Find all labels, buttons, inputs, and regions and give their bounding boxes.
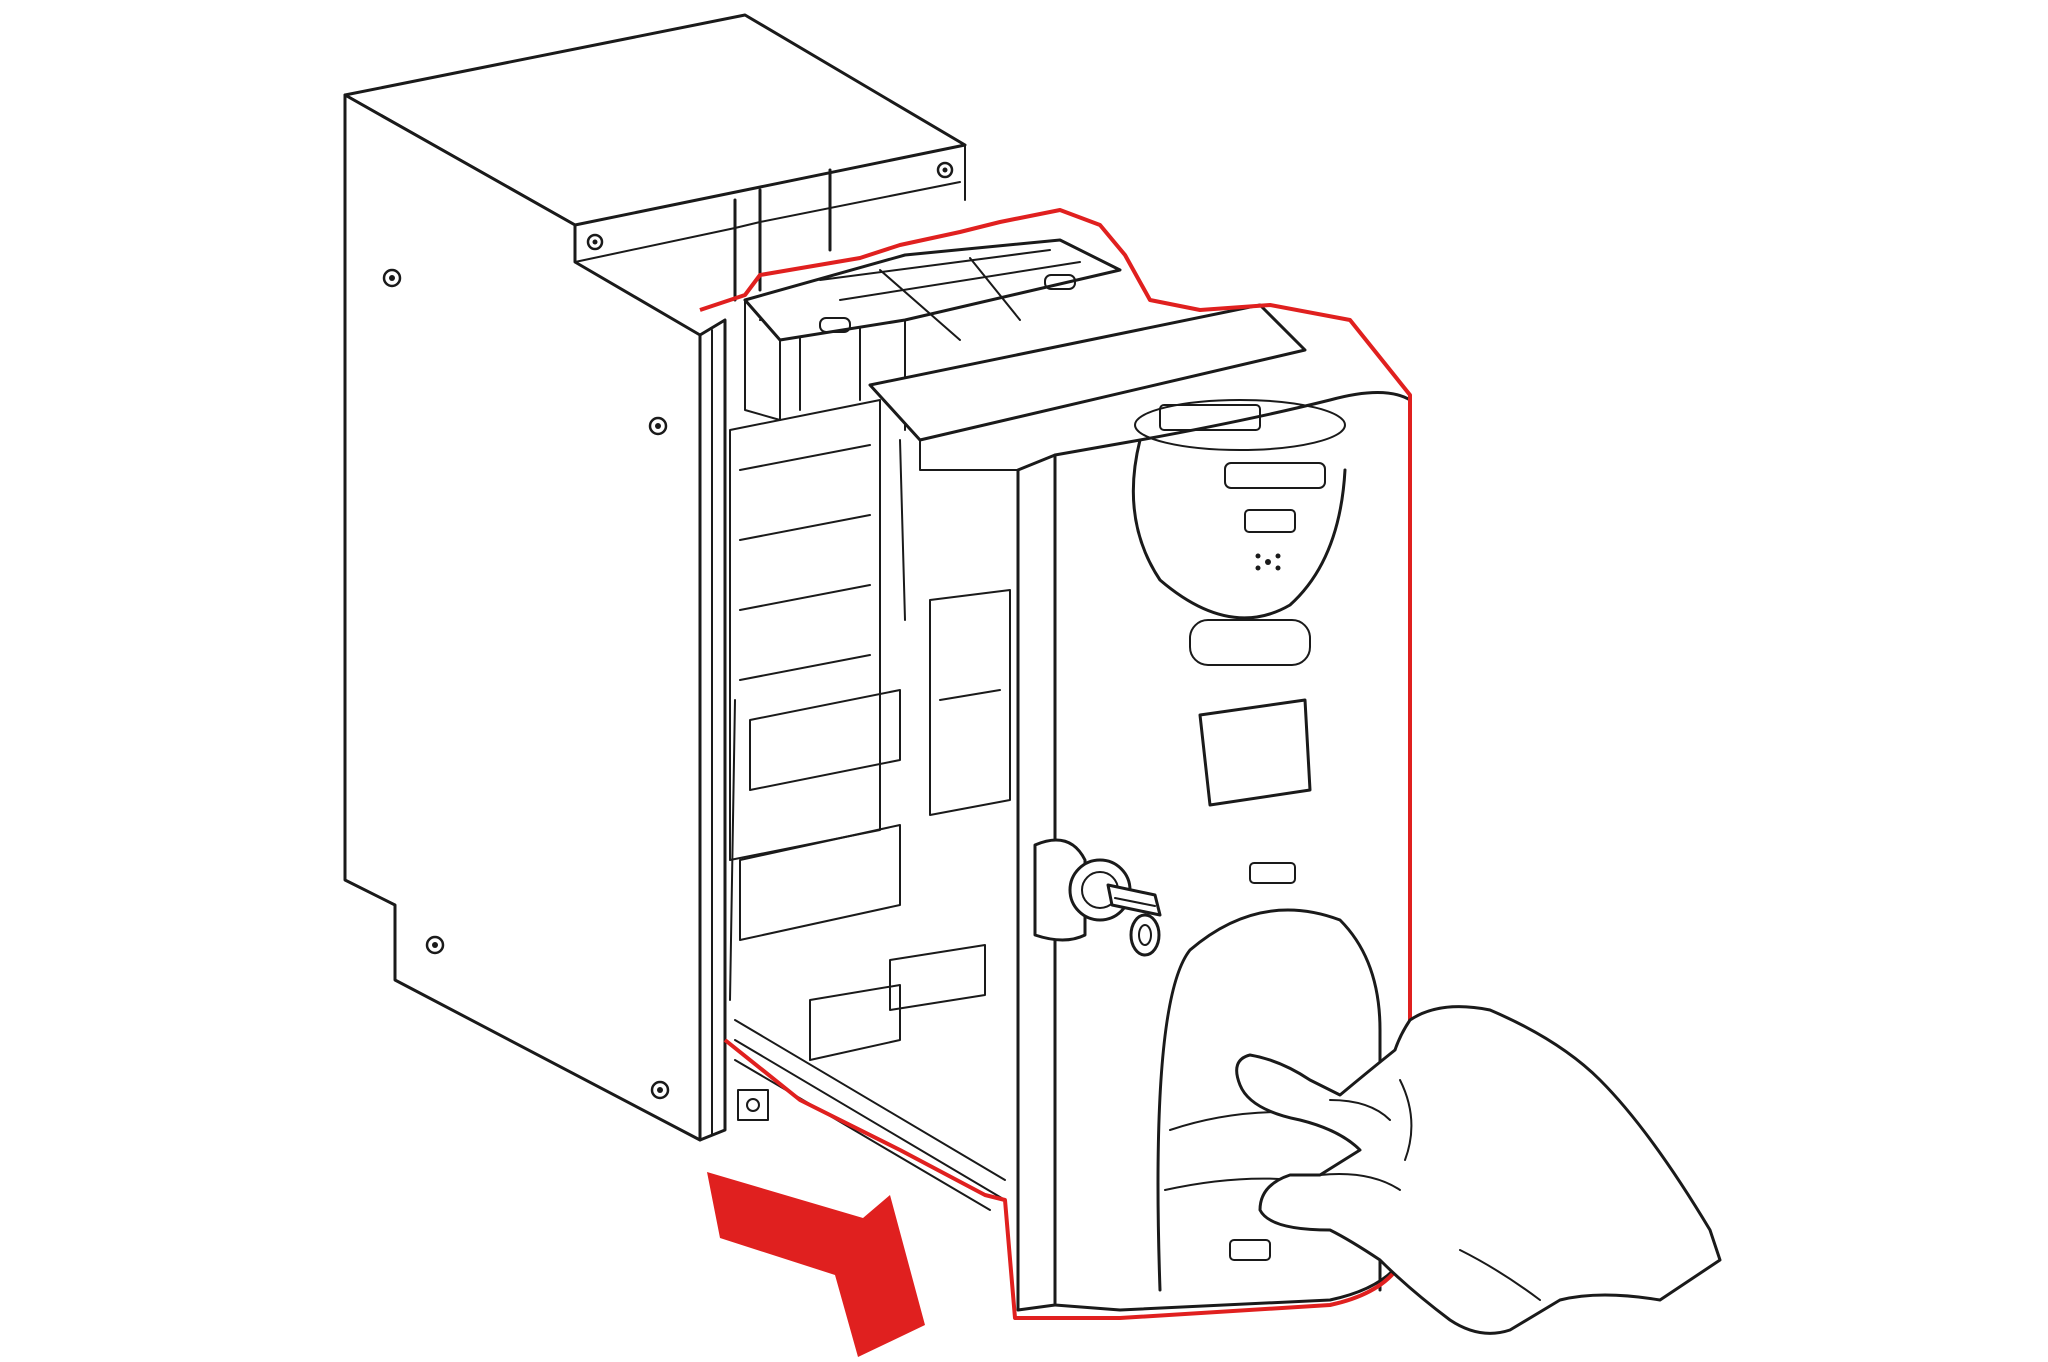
- label-slot-lower: [1249, 862, 1296, 884]
- power-switch: [737, 1089, 769, 1121]
- lock-assembly: [1033, 838, 1132, 942]
- led-indicator-icon: [1255, 553, 1281, 571]
- display-window: [1198, 698, 1312, 807]
- handle-cavity: [1156, 908, 1382, 1292]
- cabinet-housing: [343, 13, 967, 1142]
- internal-mechanism: [729, 299, 1011, 1211]
- key-icon: [1106, 883, 1162, 957]
- screw-icon: [936, 161, 954, 179]
- label-slot-top: [1224, 462, 1326, 489]
- screw-icon: [382, 268, 402, 288]
- cassette-front: [1016, 391, 1412, 1312]
- label-slot-small: [1244, 509, 1296, 533]
- screw-icon: [650, 1080, 670, 1100]
- screw-icon: [586, 233, 604, 251]
- pull-arrow-icon: [707, 1172, 925, 1357]
- label-window: [1189, 619, 1311, 666]
- cassette-front-panel: [1053, 391, 1412, 1312]
- screw-icon: [648, 416, 668, 436]
- cassette-top-trays: [743, 238, 1307, 471]
- screw-icon: [425, 935, 445, 955]
- cabinet-side-panel: [343, 93, 702, 1142]
- side-panel-screws: [382, 161, 954, 1100]
- hand-icon: [1235, 1005, 1722, 1335]
